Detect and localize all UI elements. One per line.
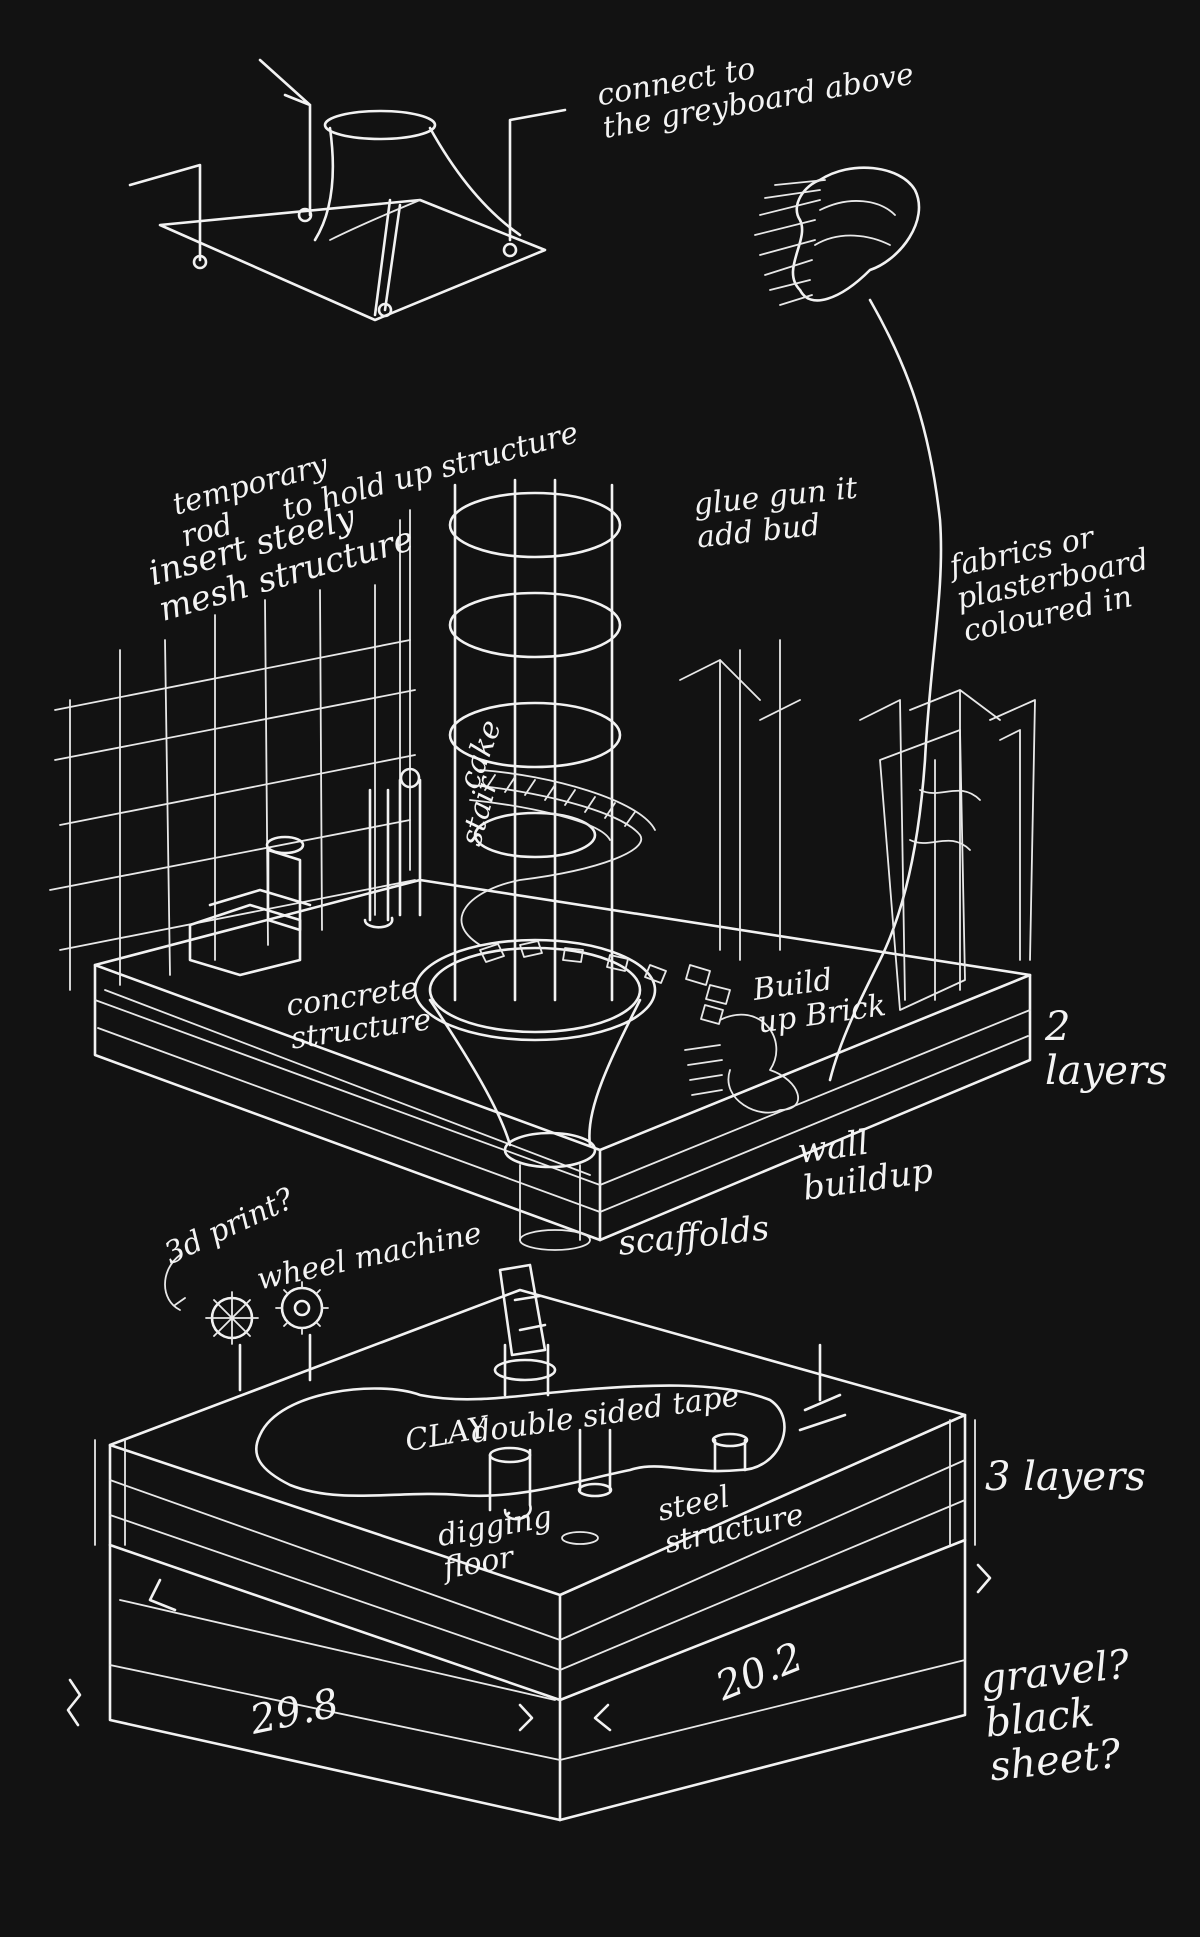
note-two-layers: 2 layers <box>1045 1004 1168 1094</box>
bush-on-wire-sketch <box>754 166 943 1082</box>
note-three-layers: 3 layers <box>985 1454 1146 1500</box>
two-layer-base-model <box>49 478 1036 1251</box>
three-layer-base-model <box>66 1254 992 1822</box>
greyboard-bracket-sketch <box>128 58 567 322</box>
note-gravel-black-sheet: gravel? black sheet? <box>978 1641 1132 1791</box>
